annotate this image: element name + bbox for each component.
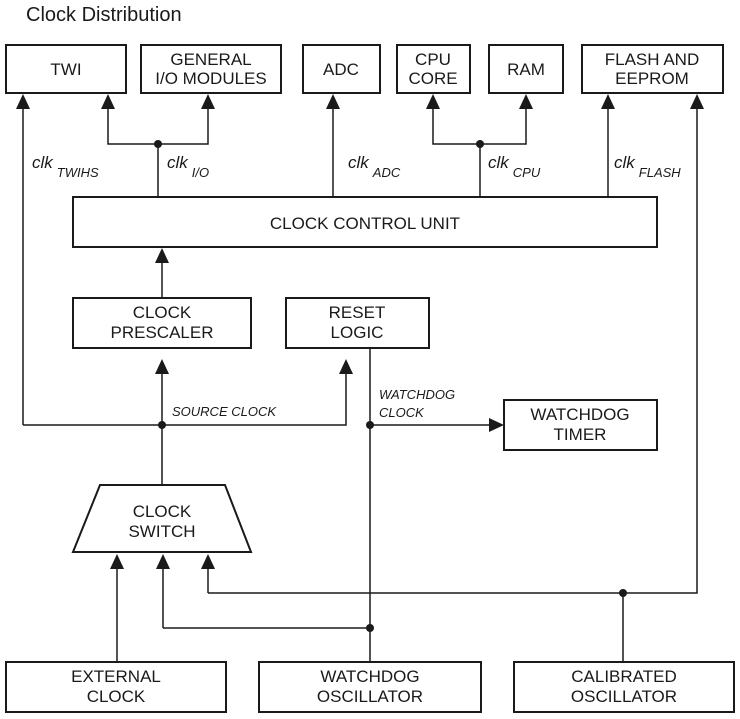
block-clock-switch: CLOCK SWITCH (71, 484, 253, 553)
svg-text:EXTERNAL: EXTERNAL (71, 667, 161, 686)
svg-text:CLOCK: CLOCK (133, 502, 192, 521)
block-clock-control-unit: CLOCK CONTROL UNIT (72, 196, 658, 248)
svg-text:OSCILLATOR: OSCILLATOR (571, 687, 677, 706)
block-flash-eeprom: FLASH AND EEPROM (581, 44, 724, 94)
wires (22, 100, 698, 661)
svg-text:OSCILLATOR: OSCILLATOR (317, 687, 423, 706)
svg-text:SWITCH: SWITCH (128, 522, 195, 541)
block-clock-prescaler: CLOCK PRESCALER (72, 297, 252, 349)
svg-text:I/O MODULES: I/O MODULES (155, 69, 266, 88)
svg-text:CLOCK: CLOCK (87, 687, 146, 706)
svg-text:WATCHDOG: WATCHDOG (530, 405, 629, 424)
svg-text:FLASH AND: FLASH AND (605, 50, 699, 69)
svg-text:ADC: ADC (323, 60, 359, 79)
block-twi: TWI (5, 44, 127, 94)
svg-text:TWI: TWI (50, 60, 81, 79)
block-reset-logic: RESET LOGIC (285, 297, 430, 349)
svg-text:RESET: RESET (329, 303, 386, 322)
svg-text:EEPROM: EEPROM (615, 69, 689, 88)
svg-text:WATCHDOG: WATCHDOG (320, 667, 419, 686)
block-adc: ADC (302, 44, 381, 94)
block-external-clock: EXTERNAL CLOCK (5, 661, 227, 713)
svg-text:CPU: CPU (415, 50, 451, 69)
svg-text:RAM: RAM (507, 60, 545, 79)
block-cpu-core: CPU CORE (396, 44, 471, 94)
junction-dots (154, 140, 627, 632)
watchdog-clock-label-2: CLOCK (379, 405, 425, 420)
arrowheads (16, 94, 704, 569)
watchdog-clock-label-1: WATCHDOG (379, 387, 455, 402)
clk-flash-label: clkFLASH (614, 153, 681, 180)
block-watchdog-oscillator: WATCHDOG OSCILLATOR (258, 661, 482, 713)
source-clock-label: SOURCE CLOCK (172, 404, 277, 419)
block-general-io: GENERAL I/O MODULES (140, 44, 282, 94)
block-watchdog-timer: WATCHDOG TIMER (503, 399, 658, 451)
clk-adc-label: clkADC (348, 153, 401, 180)
svg-text:CORE: CORE (408, 69, 457, 88)
svg-text:GENERAL: GENERAL (170, 50, 251, 69)
clk-cpu-label: clkCPU (488, 153, 541, 180)
signal-labels: clkTWIHS clkI/O clkADC clkCPU clkFLASH S… (32, 153, 681, 420)
diagram-title: Clock Distribution (26, 4, 182, 26)
svg-text:TIMER: TIMER (554, 425, 607, 444)
clk-twihs-label: clkTWIHS (32, 153, 99, 180)
clk-io-label: clkI/O (167, 153, 209, 180)
svg-text:CLOCK CONTROL UNIT: CLOCK CONTROL UNIT (270, 214, 460, 233)
svg-text:PRESCALER: PRESCALER (111, 323, 214, 342)
svg-text:LOGIC: LOGIC (331, 323, 384, 342)
svg-text:CALIBRATED: CALIBRATED (571, 667, 677, 686)
block-ram: RAM (488, 44, 564, 94)
block-calibrated-oscillator: CALIBRATED OSCILLATOR (513, 661, 735, 713)
svg-text:CLOCK: CLOCK (133, 303, 192, 322)
